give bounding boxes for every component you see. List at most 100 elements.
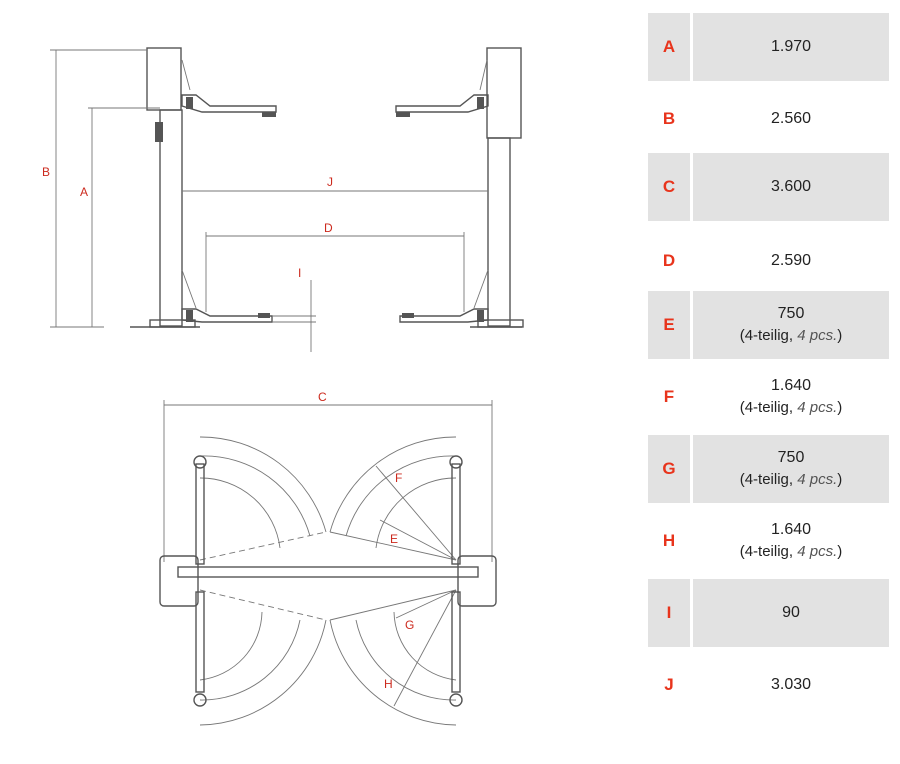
left-lower-brace <box>181 269 197 309</box>
arc-right-lower-outer <box>329 619 457 726</box>
row-value: 1.640 <box>770 377 812 394</box>
arc-right-upper-outer <box>329 436 457 533</box>
table-row: C 3.600 <box>648 153 889 221</box>
row-letter: G <box>662 459 676 478</box>
arc-left-upper-inner <box>199 477 281 549</box>
row-value: 750 <box>777 305 805 322</box>
arc-right-upper-mid <box>345 455 457 537</box>
row-value-cell: 750 (4-teilig, 4 pcs.) <box>693 435 889 503</box>
row-letter: D <box>662 251 676 270</box>
row-value: 3.030 <box>770 676 812 693</box>
right-cable <box>479 59 488 91</box>
row-letter: H <box>662 531 676 550</box>
row-value-cell: 2.590 <box>693 227 889 295</box>
table-row: D 2.590 <box>648 227 889 295</box>
row-value: 2.590 <box>770 252 812 269</box>
row-separator <box>690 291 693 359</box>
row-note: (4-teilig, 4 pcs.) <box>740 469 843 491</box>
row-note-close: ) <box>837 399 843 416</box>
left-lower-carriage <box>186 310 193 322</box>
table-row: A 1.970 <box>648 13 889 81</box>
row-value: 1.640 <box>770 521 812 538</box>
row-separator <box>690 363 693 431</box>
swing-line-left-upper <box>199 531 327 561</box>
row-separator <box>690 13 693 81</box>
arc-left-lower-mid <box>199 619 301 701</box>
front-elevation: B A J D I <box>42 47 524 352</box>
left-column-post <box>159 109 183 327</box>
swing-line-right-lower <box>329 589 457 621</box>
lower-arms <box>181 269 489 323</box>
row-note-german: (4-teilig, <box>739 399 798 416</box>
row-value: 750 <box>777 449 805 466</box>
left-column-housing <box>159 555 199 607</box>
right-upper-pad <box>396 112 410 117</box>
row-value-cell: 750 (4-teilig, 4 pcs.) <box>693 291 889 359</box>
row-note-english: 4 pcs. <box>797 399 838 416</box>
swing-line-left-lower <box>199 589 327 621</box>
arc-left-lower-outer <box>199 619 327 726</box>
label-d: D <box>324 221 333 235</box>
row-note: (4-teilig, 4 pcs.) <box>740 397 843 419</box>
label-a: A <box>80 185 88 199</box>
left-upper-pad <box>262 112 276 117</box>
row-letter: C <box>662 177 676 196</box>
arc-left-upper-outer <box>199 436 327 533</box>
right-column-housing <box>457 555 497 607</box>
row-note-german: (4-teilig, <box>739 327 798 344</box>
left-power-unit <box>155 122 163 142</box>
right-column <box>477 47 524 328</box>
row-note-close: ) <box>837 327 843 344</box>
row-value: 3.600 <box>770 178 812 195</box>
right-lower-pad <box>449 693 463 707</box>
row-note-english: 4 pcs. <box>797 543 838 560</box>
right-lower-pad <box>402 313 414 318</box>
right-column-base <box>477 319 524 328</box>
row-value: 1.970 <box>770 38 812 55</box>
row-separator <box>690 227 693 295</box>
row-note-close: ) <box>837 471 843 488</box>
row-value-cell: 3.600 <box>693 153 889 221</box>
row-value-cell: 1.640(4-teilig, 4 pcs.) <box>693 507 889 575</box>
label-j: J <box>327 175 333 189</box>
left-arm-upper <box>195 463 205 565</box>
row-separator <box>690 85 693 153</box>
left-arm-lower <box>195 591 205 693</box>
left-upper-carriage <box>186 97 193 109</box>
row-letter: A <box>662 37 676 56</box>
arc-right-lower-mid <box>355 619 457 701</box>
row-letter: F <box>663 387 675 406</box>
row-note-english: 4 pcs. <box>797 327 838 344</box>
left-upper-pad <box>193 455 207 469</box>
row-separator <box>690 507 693 575</box>
right-arm-lower <box>451 591 461 693</box>
row-note-german: (4-teilig, <box>739 543 798 560</box>
label-h: H <box>384 677 393 691</box>
radius-h <box>393 589 457 707</box>
swing-line-right-upper <box>329 531 457 561</box>
row-separator <box>690 435 693 503</box>
left-lower-arm <box>181 308 273 323</box>
row-note-german: (4-teilig, <box>739 471 798 488</box>
table-row: F 1.640 (4-teilig, 4 pcs.) <box>648 363 889 431</box>
upper-arms <box>181 94 489 117</box>
row-value-cell: 1.970 <box>693 13 889 81</box>
right-lower-carriage <box>477 310 484 322</box>
right-column-cap <box>486 47 522 139</box>
top-view: C <box>159 390 497 726</box>
left-column <box>146 47 196 328</box>
table-row: G 750 (4-teilig, 4 pcs.) <box>648 435 889 503</box>
right-upper-arm <box>395 94 489 113</box>
left-column-base <box>149 319 196 328</box>
right-lower-arm <box>399 308 489 323</box>
label-g: G <box>405 618 414 632</box>
label-e: E <box>390 532 398 546</box>
row-value: 2.560 <box>770 110 812 127</box>
left-lower-pad <box>193 693 207 707</box>
row-note: (4-teilig, 4 pcs.) <box>740 325 843 347</box>
row-separator <box>690 579 693 647</box>
row-value: 90 <box>782 604 800 621</box>
row-separator <box>690 153 693 221</box>
